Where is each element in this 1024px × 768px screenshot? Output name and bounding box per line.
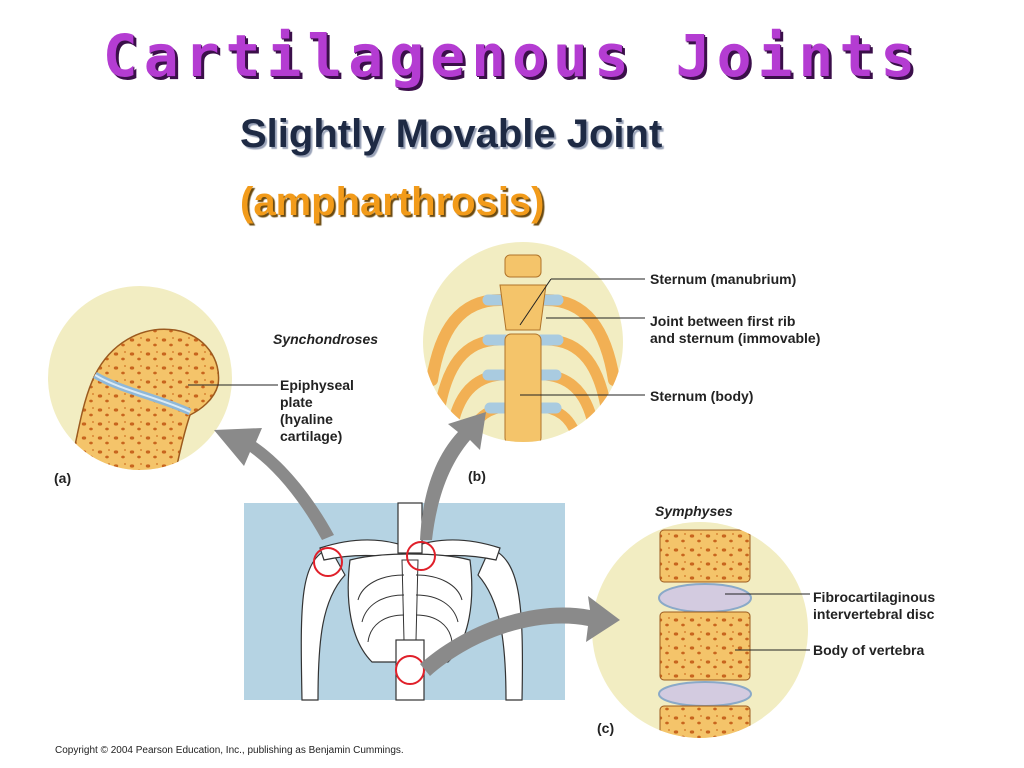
synchondroses-heading: Synchondroses <box>273 331 379 347</box>
first-rib-label-line1: Joint between first rib <box>650 313 796 329</box>
slide-title: Cartilagenous Joints <box>102 22 922 90</box>
leader-lines <box>188 278 810 651</box>
panel-label-b: (b) <box>468 468 486 484</box>
manubrium-label: Sternum (manubrium) <box>650 271 797 287</box>
vertebrae-illustration <box>592 522 808 738</box>
arrows <box>214 412 620 676</box>
sternum-body-label: Sternum (body) <box>650 388 754 404</box>
slide-subtitle: Slightly Movable Joint <box>240 112 663 156</box>
first-rib-label-line2: and sternum (immovable) <box>650 330 821 346</box>
epiphyseal-plate-illustration <box>48 286 232 470</box>
epiphyseal-label-line2: plate <box>280 394 313 410</box>
panel-label-a: (a) <box>54 470 72 486</box>
symphyses-heading: Symphyses <box>655 503 733 519</box>
disc-label-line2: intervertebral disc <box>813 606 935 622</box>
epiphyseal-label-line3: (hyaline <box>280 411 333 427</box>
panel-label-c: (c) <box>597 720 615 736</box>
vertebra-label: Body of vertebra <box>813 642 925 658</box>
epiphyseal-label-line1: Epiphyseal <box>280 377 354 393</box>
copyright-notice: Copyright © 2004 Pearson Education, Inc.… <box>55 745 404 756</box>
epiphyseal-label-line4: cartilage) <box>280 428 343 444</box>
slide-subtitle-term: (ampharthrosis) <box>240 180 545 224</box>
disc-label-line1: Fibrocartilaginous <box>813 589 936 605</box>
skeleton-figure <box>244 502 565 701</box>
